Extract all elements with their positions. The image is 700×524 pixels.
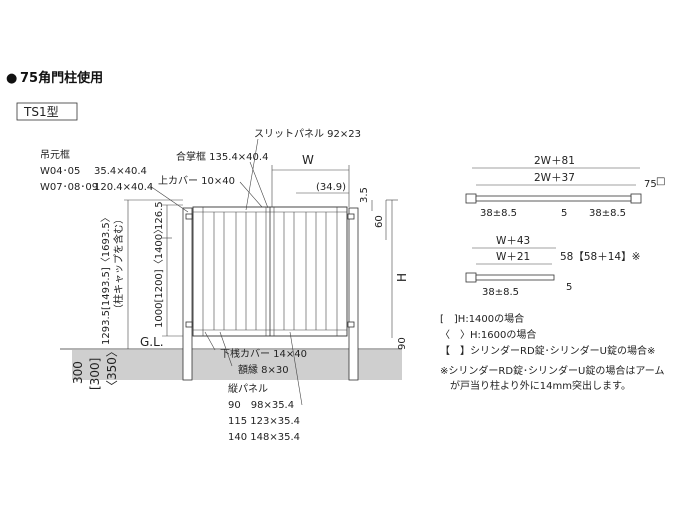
uwa-cover-leader bbox=[239, 181, 263, 208]
frame-w2-dim: 120.4×40.4 bbox=[94, 182, 153, 193]
dim-34-9: (34.9) bbox=[316, 182, 346, 193]
dim-350: 〈350〉 bbox=[105, 345, 119, 392]
gakubuchi-label: 額縁 8×30 bbox=[238, 363, 289, 376]
dim-300: 300 bbox=[71, 361, 85, 384]
tate-panel-title: 縦パネル bbox=[228, 382, 268, 395]
frame-w1-dim: 35.4×40.4 bbox=[94, 166, 147, 177]
dim-38-b: 38±8.5 bbox=[589, 208, 626, 219]
legend-3: 【 】シリンダーRD錠･シリンダーU錠の場合※ bbox=[440, 344, 655, 357]
tate-panel-1: 90 98×35.4 bbox=[228, 400, 294, 411]
tate-panel-2: 115 123×35.4 bbox=[228, 416, 300, 427]
w-label: W bbox=[302, 153, 314, 167]
left-post bbox=[182, 207, 193, 381]
section-bullet: ● bbox=[6, 71, 17, 86]
right-post bbox=[348, 207, 359, 381]
top-dim-1: 2W＋81 bbox=[534, 155, 575, 167]
dim-38-c: 38±8.5 bbox=[482, 287, 519, 298]
tate-panel-3: 140 148×35.4 bbox=[228, 432, 300, 443]
dim-38-a: 38±8.5 bbox=[480, 208, 517, 219]
type-label: TS1型 bbox=[23, 105, 59, 119]
dim-5-a: 5 bbox=[561, 208, 567, 219]
frame-leader bbox=[149, 185, 189, 213]
dim-60: 60 bbox=[374, 215, 385, 228]
gassho-label: 合掌框 135.4×40.4 bbox=[176, 150, 268, 163]
dim-3-5: 3.5 bbox=[359, 187, 370, 203]
slit-panel-label: スリットパネル 92×23 bbox=[254, 128, 361, 140]
slit-leader bbox=[245, 138, 259, 211]
type-label-box bbox=[16, 102, 78, 121]
legend-2: 〈 〉H:1600の場合 bbox=[440, 328, 536, 341]
frame-w2: W07･08･09 bbox=[40, 182, 98, 193]
section-title: 75角門柱使用 bbox=[20, 70, 103, 86]
dim-90: 90 bbox=[397, 337, 408, 350]
mid-dim-1: W＋43 bbox=[496, 235, 530, 247]
post-size: 75 bbox=[644, 179, 657, 190]
gl-label: G.L. bbox=[140, 335, 164, 349]
note-2: が戸当り柱より外に14mm突出します。 bbox=[450, 379, 631, 392]
mid-dim-2: W＋21 bbox=[496, 251, 530, 263]
top-dim-2: 2W＋37 bbox=[534, 172, 575, 184]
ground-area bbox=[72, 350, 402, 380]
note-1: ※シリンダーRD錠･シリンダーU錠の場合はアーム bbox=[440, 364, 664, 377]
frame-title: 吊元框 bbox=[40, 148, 70, 161]
dim-126-5: 126.5 bbox=[154, 201, 165, 230]
h-label: H bbox=[395, 273, 409, 282]
mid-note: 58【58＋14】※ bbox=[560, 251, 640, 263]
legend-1: [ ]H:1400の場合 bbox=[440, 312, 524, 325]
dim-1293: 1293.5[1493.5]〈1693.5〉 bbox=[100, 212, 112, 345]
dim-1000: 1000[1200]〈1400〉 bbox=[153, 224, 165, 328]
post-symbol: □ bbox=[656, 176, 665, 187]
dim-300b: [300] bbox=[88, 358, 102, 390]
uwa-cover-label: 上カバー 10×40 bbox=[158, 175, 235, 187]
shita-cover-label: 下桟カバー 14×40 bbox=[220, 347, 307, 360]
dim-1293-note: （柱キャップを含む） bbox=[112, 214, 125, 314]
frame-w1: W04･05 bbox=[40, 166, 80, 177]
dim-5-b: 5 bbox=[566, 282, 572, 293]
gate-leaves bbox=[185, 206, 355, 337]
